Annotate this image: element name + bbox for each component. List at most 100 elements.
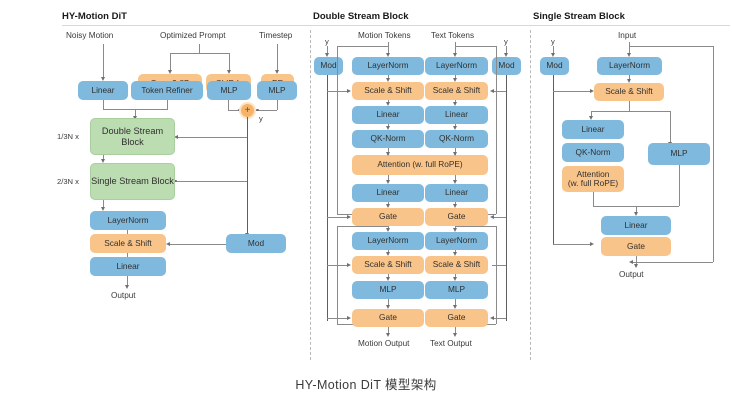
ssb-split-left (591, 111, 592, 118)
arrow-y-to-modL (324, 53, 329, 57)
tap-arrow-t-ss1 (490, 88, 494, 93)
conn-y-to-mod-right (553, 46, 554, 55)
m-a8 (385, 252, 390, 256)
node-single-stream-block[interactable]: Single Stream Block (90, 163, 175, 200)
dsb-motion-qk-norm[interactable]: QK-Norm (352, 130, 424, 148)
node-linear-tail[interactable]: Linear (90, 257, 166, 276)
skip-motion-left (337, 46, 338, 214)
dsb-motion-mlp[interactable]: MLP (352, 281, 424, 299)
conn-y-bus (247, 117, 248, 236)
dsb-motion-scale-shift-1[interactable]: Scale & Shift (352, 82, 424, 100)
ssb-scale-shift[interactable]: Scale & Shift (594, 83, 664, 101)
t-a10 (452, 305, 457, 309)
ssb-skip-top (629, 46, 713, 47)
conn-linear-down (103, 100, 104, 109)
node-mlp-clip[interactable]: MLP (207, 81, 251, 100)
tap-arrow-m-ss2 (347, 262, 351, 267)
conn-prompt-split (170, 53, 229, 54)
t-a5 (452, 180, 457, 184)
node-double-stream-block[interactable]: Double Stream Block (90, 118, 175, 155)
ssb-layernorm[interactable]: LayerNorm (597, 57, 662, 75)
tap-m-gate1 (327, 217, 349, 218)
ssb-linear-out[interactable]: Linear (601, 216, 671, 235)
tap-arrow-m-ss1 (347, 88, 351, 93)
conn-y-to-modR (506, 46, 507, 55)
node-layernorm-tail[interactable]: LayerNorm (90, 211, 166, 230)
dsb-text-layernorm-1[interactable]: LayerNorm (425, 57, 488, 75)
conn-y-to-single (176, 181, 247, 182)
dot-y-to-single (174, 179, 177, 183)
dsb-text-scale-shift-2[interactable]: Scale & Shift (425, 256, 488, 274)
panel-separator-1 (310, 30, 311, 360)
ssb-gate[interactable]: Gate (601, 237, 671, 256)
node-mod-right-middle[interactable]: Mod (492, 57, 521, 75)
label-y-middle-left: y (325, 37, 329, 46)
tap-m-gate2 (327, 318, 349, 319)
dsb-motion-scale-shift-2[interactable]: Scale & Shift (352, 256, 424, 274)
ssb-linear-q[interactable]: Linear (562, 120, 624, 139)
ssb-attention[interactable]: Attention (w. full RoPE) (562, 166, 624, 192)
node-mod-left-middle[interactable]: Mod (314, 57, 343, 75)
dsb-motion-gate-1[interactable]: Gate (352, 208, 424, 226)
conn-ss-to-linear (127, 253, 128, 257)
arrow-linear-to-output (124, 285, 129, 289)
dsb-motion-linear-2[interactable]: Linear (352, 184, 424, 202)
t-a6 (452, 204, 457, 208)
dsb-motion-linear-1[interactable]: Linear (352, 106, 424, 124)
label-text-output: Text Output (430, 339, 472, 348)
dsb-motion-gate-2[interactable]: Gate (352, 309, 424, 327)
m-c1 (388, 75, 389, 80)
tap-t-gate1 (492, 217, 506, 218)
label-double-multiplier: 1/3N x (57, 132, 79, 141)
node-mlp-pe[interactable]: MLP (257, 81, 297, 100)
ssb-attn-down (593, 192, 594, 206)
node-mod-left-panel[interactable]: Mod (226, 234, 286, 253)
m-a5 (385, 180, 390, 184)
dsb-text-gate-2[interactable]: Gate (425, 309, 488, 327)
dsb-text-linear-1[interactable]: Linear (425, 106, 488, 124)
arrow-motion-output (385, 333, 390, 337)
m-a10 (385, 305, 390, 309)
skip2-motion-top (337, 226, 389, 227)
skip2-text-top (456, 226, 496, 227)
t-c1 (455, 75, 456, 80)
m-a6 (385, 204, 390, 208)
t-c4 (455, 148, 456, 155)
dot-plus-right (256, 108, 259, 112)
label-timestep: Timestep (259, 31, 293, 40)
dsb-text-mlp[interactable]: MLP (425, 281, 488, 299)
arrow-prompt-to-clip (226, 70, 231, 74)
node-linear-input[interactable]: Linear (78, 81, 128, 100)
dsb-text-layernorm-2[interactable]: LayerNorm (425, 232, 488, 250)
label-input-right: Input (618, 31, 637, 40)
arrow-single-to-layernorm (100, 207, 105, 211)
node-token-refiner[interactable]: Token Refiner (131, 81, 203, 100)
node-scale-shift-tail[interactable]: Scale & Shift (90, 234, 166, 253)
dsb-text-linear-2[interactable]: Linear (425, 184, 488, 202)
m-a4 (385, 152, 390, 156)
skip-text-top (455, 46, 496, 47)
ssb-mlp[interactable]: MLP (648, 143, 710, 165)
dsb-text-qk-norm[interactable]: QK-Norm (425, 130, 488, 148)
label-optimized-prompt: Optimized Prompt (160, 31, 226, 40)
ssb-skip-arrow (629, 259, 633, 264)
ssb-mod[interactable]: Mod (540, 57, 569, 75)
dsb-text-gate-1[interactable]: Gate (425, 208, 488, 226)
tap-t-ss1 (492, 91, 506, 92)
tap-m-ss1 (327, 91, 349, 92)
t-a8 (452, 252, 457, 256)
dsb-text-scale-shift-1[interactable]: Scale & Shift (425, 82, 488, 100)
arrow-noisy-to-linear (100, 77, 105, 81)
dsb-attention[interactable]: Attention (w. full RoPE) (352, 155, 488, 175)
tap-t-gate2 (492, 318, 506, 319)
tap-m-ss2 (327, 265, 349, 266)
ssb-qk-norm[interactable]: QK-Norm (562, 143, 624, 162)
ssb-merge-arrow (633, 212, 638, 216)
dsb-motion-layernorm-2[interactable]: LayerNorm (352, 232, 424, 250)
m-a9 (385, 277, 390, 281)
conn-mlpclip-down (228, 100, 229, 110)
t-a2 (452, 102, 457, 106)
skip-text-right (496, 46, 497, 214)
dsb-motion-layernorm-1[interactable]: LayerNorm (352, 57, 424, 75)
dot-plus-left (238, 108, 241, 112)
